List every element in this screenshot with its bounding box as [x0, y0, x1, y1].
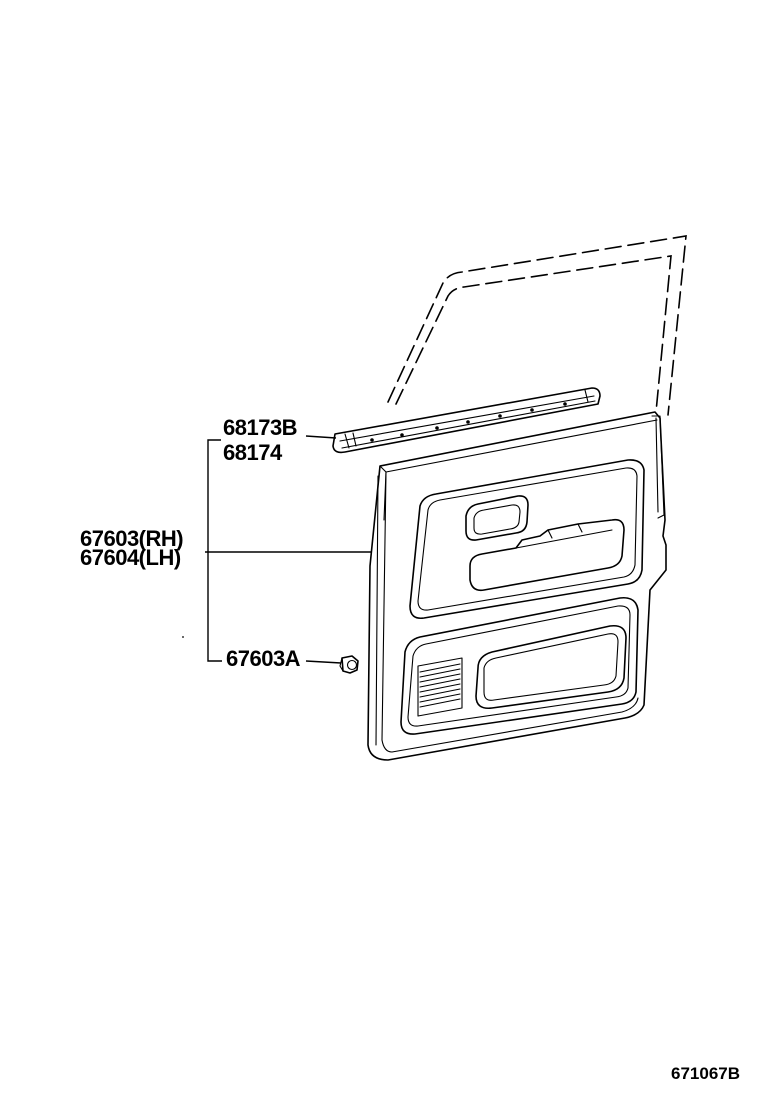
door-outline-phantom — [387, 235, 687, 416]
belt-moulding — [332, 387, 601, 454]
part-label-67603-rh: 67603(RH) — [80, 526, 183, 551]
part-label-68173b: 68173B — [223, 415, 297, 440]
figure-number: 671067B — [671, 1064, 740, 1083]
stray-mark — [182, 636, 184, 638]
trim-clip — [339, 655, 359, 674]
part-label-67604-lh: 67604(LH) — [80, 545, 181, 570]
leader-lines — [205, 435, 372, 664]
part-label-68174: 68174 — [223, 440, 283, 465]
door-trim-board — [367, 411, 667, 761]
part-label-67603a: 67603A — [226, 646, 301, 671]
